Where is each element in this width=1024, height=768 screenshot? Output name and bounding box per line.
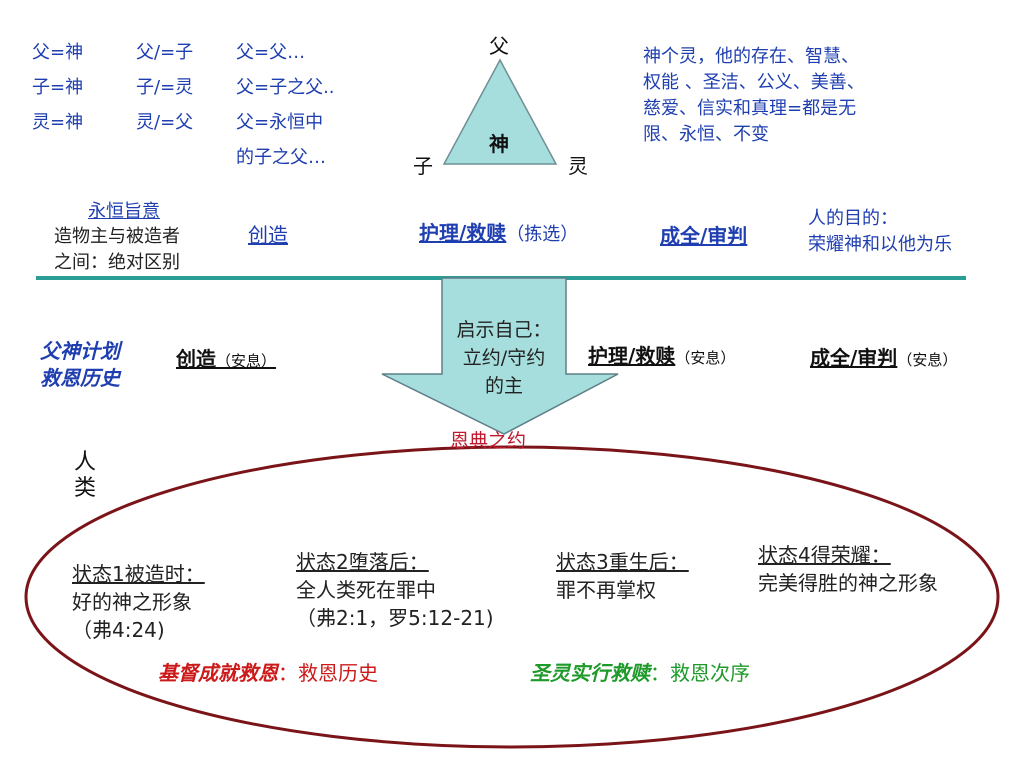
covenant-of-grace: 恩典之约	[450, 430, 527, 452]
state-1: 状态1被造时： 好的神之形象 （弗4:24)	[72, 562, 205, 642]
christ-accomplishes-salvation: 基督成就救恩：救恩历史	[158, 661, 378, 685]
state-title: 状态4得荣耀：	[758, 543, 891, 567]
equivalence-col-3: 父=父… 父=子之父.. 父=永恒中 的子之父…	[236, 35, 335, 175]
equivalence-item: 灵=神	[32, 112, 84, 133]
state-title: 状态2堕落后：	[296, 550, 429, 574]
state-title: 状态1被造时：	[72, 562, 205, 586]
spirit-applies-redemption: 圣灵实行救赎：救恩次序	[530, 661, 750, 685]
attributes-text: 神个灵，他的存在、智慧、 权能 、圣洁、公义、美善、 慈爱、信实和真理=都是无 …	[643, 46, 865, 145]
trinity-triangle	[442, 58, 558, 165]
creator-creature-distinction: 造物主与被造者 之间：绝对区别	[54, 226, 180, 273]
mankind-ellipse	[24, 445, 1000, 749]
equivalence-item: 子=神	[32, 77, 84, 98]
equivalence-item: 父=神	[32, 42, 84, 63]
revelation-arrow	[381, 277, 619, 435]
mankind-label: 人 类	[74, 450, 97, 501]
equivalence-item: 的子之父…	[236, 147, 326, 168]
state-4: 状态4得荣耀： 完美得胜的神之形象	[758, 543, 938, 595]
trinity-god-label: 神	[489, 132, 509, 156]
trinity-father-label: 父	[489, 34, 509, 58]
trinity-son-label: 子	[413, 154, 433, 178]
decree-consummation: 成全/审判	[660, 224, 748, 248]
equivalence-item: 父=子之父..	[236, 77, 335, 98]
state-2: 状态2堕落后： 全人类死在罪中 （弗2:1，罗5:12-21)	[296, 550, 494, 630]
equivalence-col-2: 父/=子 子/=灵 灵/=父	[136, 35, 193, 140]
trinity-spirit-label: 灵	[568, 154, 588, 178]
equivalence-item: 子/=灵	[136, 77, 194, 98]
decree-providence: 护理/救赎（拣选）	[419, 221, 579, 245]
history-consummation: 成全/审判（安息）	[810, 346, 958, 370]
redemption-history-label: 父神计划 救恩历史	[40, 339, 120, 390]
equivalence-item: 父=永恒中	[236, 112, 324, 133]
state-title: 状态3重生后：	[556, 550, 689, 574]
equivalence-col-1: 父=神 子=神 灵=神	[32, 35, 83, 140]
eternal-decree-title: 永恒旨意	[88, 201, 160, 222]
equivalence-item: 父/=子	[136, 42, 194, 63]
history-creation: 创造（安息）	[176, 347, 277, 371]
history-providence: 护理/救赎（安息）	[588, 344, 736, 368]
decree-creation: 创造	[248, 223, 288, 247]
equivalence-item: 父=父…	[236, 42, 306, 63]
equivalence-item: 灵/=父	[136, 112, 194, 133]
revelation-text: 启示自己： 立约/守约 的主	[456, 319, 552, 397]
state-3: 状态3重生后： 罪不再掌权	[556, 550, 689, 602]
human-purpose: 人的目的： 荣耀神和以他为乐	[808, 208, 952, 255]
